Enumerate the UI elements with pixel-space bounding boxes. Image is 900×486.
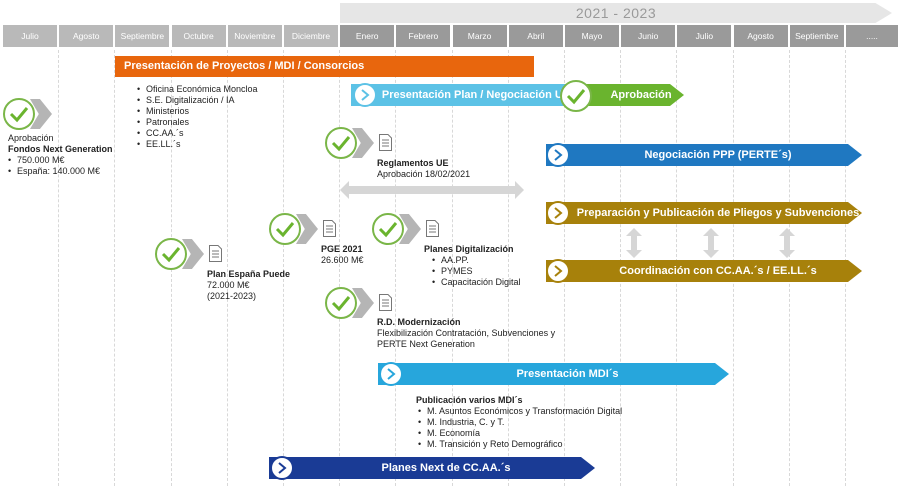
negociacion-ppp-bar: Negociación PPP (PERTE´s)	[546, 144, 862, 166]
chevron-right-icon	[379, 362, 403, 386]
list-item: AA.PP.	[432, 255, 521, 266]
planes-digitalizacion-text: Planes Digitalización AA.PP.PYMESCapacit…	[424, 244, 521, 288]
list-item: Patronales	[137, 117, 258, 128]
document-icon	[379, 294, 392, 311]
check-circle-icon	[325, 287, 357, 319]
month-label: Agosto	[59, 25, 114, 47]
month-label: Septiembre	[115, 25, 170, 47]
month-label: Julio	[3, 25, 57, 47]
check-circle-icon	[3, 98, 35, 130]
double-arrow-icon	[703, 228, 719, 258]
list-item: Ministerios	[137, 106, 258, 117]
coordinacion-bar: Coordinación con CC.AA.´s / EE.LL.´s	[546, 260, 862, 282]
month-label: Diciembre	[284, 25, 338, 47]
year-range-banner: 2021 - 2023	[340, 3, 892, 23]
month-divider	[283, 50, 284, 486]
list-item: M. Transición y Reto Demográfico	[418, 439, 622, 450]
presentacion-mdi-bar: Presentación MDI´s	[378, 363, 729, 385]
pge-text: PGE 2021 26.600 M€	[321, 244, 364, 265]
chevron-right-icon	[546, 259, 570, 283]
chevron-right-icon	[270, 456, 294, 480]
chevron-right-icon	[546, 201, 570, 225]
list-item: M. Economía	[418, 428, 622, 439]
month-divider	[114, 50, 116, 486]
month-divider	[339, 50, 341, 486]
fondos-text: Aprobación Fondos Next Generation 750.00…	[8, 133, 113, 177]
plan-espana-text: Plan España Puede 72.000 M€ (2021-2023)	[207, 269, 291, 301]
list-item: PYMES	[432, 266, 521, 277]
planes-next-bar: Planes Next de CC.AA.´s	[269, 457, 595, 479]
month-label: Septiembre	[789, 25, 844, 47]
double-arrow-icon	[626, 228, 642, 258]
list-item: Capacitación Digital	[432, 277, 521, 288]
reglamentos-text: Reglamentos UE Aprobación 18/02/2021	[377, 158, 471, 179]
publicacion-mdi-text: Publicación varios MDI´s M. Asuntos Econ…	[416, 395, 622, 450]
document-icon	[426, 220, 439, 237]
list-item: 750.000 M€	[8, 155, 113, 166]
chevron-right-icon	[353, 83, 377, 107]
month-label: Enero	[340, 25, 395, 47]
list-item: S.E. Digitalización / IA	[137, 95, 258, 106]
double-arrow-icon	[340, 181, 524, 199]
proyectos-list: Oficina Económica MoncloaS.E. Digitaliza…	[137, 84, 258, 150]
list-item: Oficina Económica Moncloa	[137, 84, 258, 95]
list-item: M. Industria, C. y T.	[418, 417, 622, 428]
month-divider	[58, 50, 60, 486]
month-label: Noviembre	[227, 25, 282, 47]
document-icon	[209, 245, 222, 262]
presentacion-plan-bar: Presentación Plan / Negociación UE	[351, 84, 581, 106]
month-label: Marzo	[452, 25, 507, 47]
rd-modernizacion-text: R.D. Modernización Flexibilización Contr…	[377, 317, 556, 349]
check-circle-icon	[325, 127, 357, 159]
month-divider	[395, 50, 397, 486]
month-label: Abril	[508, 25, 563, 47]
document-icon	[379, 134, 392, 151]
month-label: Agosto	[733, 25, 788, 47]
double-arrow-icon	[779, 228, 795, 258]
month-label: Febrero	[396, 25, 451, 47]
list-item: M. Asuntos Económicos y Transformación D…	[418, 406, 622, 417]
list-item: EE.LL.´s	[137, 139, 258, 150]
month-label: Mayo	[565, 25, 619, 47]
month-label: .....	[846, 25, 898, 47]
month-label: Julio	[677, 25, 732, 47]
check-circle-icon	[560, 80, 592, 112]
list-item: España: 140.000 M€	[8, 166, 113, 177]
month-label: Octubre	[171, 25, 226, 47]
preparacion-pliegos-bar: Preparación y Publicación de Pliegos y S…	[546, 202, 862, 224]
check-circle-icon	[269, 213, 301, 245]
aprobacion-bar: Aprobación	[574, 84, 684, 106]
chevron-right-icon	[546, 143, 570, 167]
month-label: Junio	[621, 25, 676, 47]
check-circle-icon	[372, 213, 404, 245]
document-icon	[323, 220, 336, 237]
presentacion-proyectos-bar: Presentación de Proyectos / MDI / Consor…	[115, 56, 534, 77]
check-circle-icon	[155, 238, 187, 270]
month-divider	[226, 50, 228, 486]
list-item: CC.AA.´s	[137, 128, 258, 139]
